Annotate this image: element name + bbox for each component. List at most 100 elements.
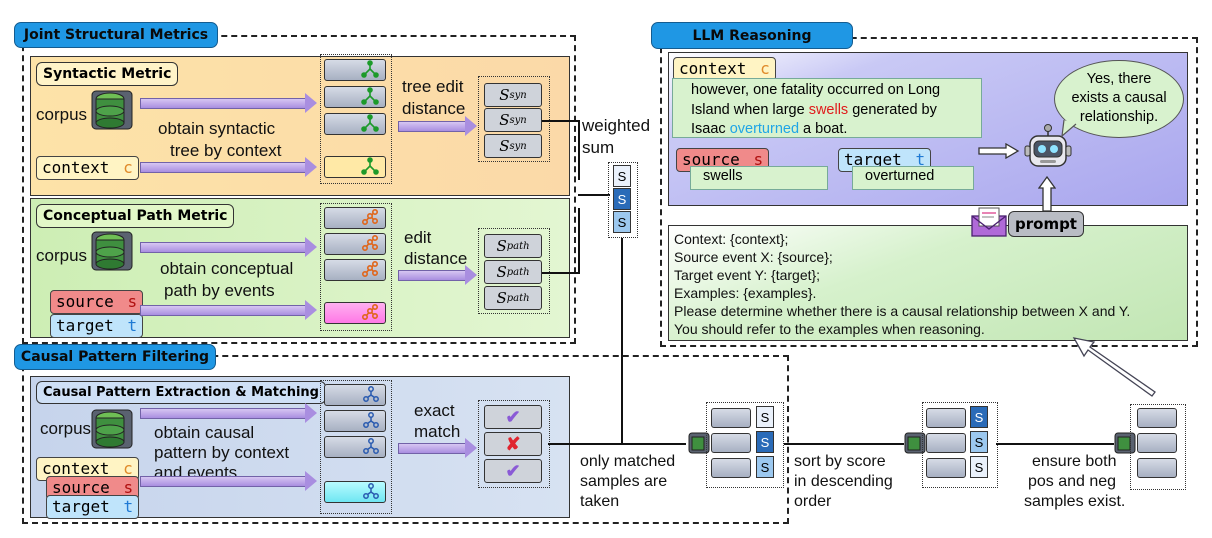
tree-edit-label-line2: distance: [402, 99, 466, 118]
syntactic-score-group: [478, 76, 550, 162]
tab-llm-reasoning: LLM Reasoning: [651, 22, 853, 49]
edit-distance-label-line1: edit: [404, 228, 432, 247]
prompt-line: You should refer to the examples when re…: [674, 321, 985, 337]
path-icon: [361, 208, 379, 226]
hollow-arrow-icon: [978, 143, 1020, 159]
prompt-label: prompt: [1008, 211, 1084, 237]
context-text-overturned: overturned: [729, 121, 800, 138]
conceptual-path-card: [324, 233, 386, 255]
causal-events-arrow: [140, 471, 317, 491]
context-tag-label: context: [42, 459, 110, 478]
target-tag-label: target: [844, 150, 902, 169]
context-tag-symbol: c: [123, 158, 133, 177]
weighted-sum-label-line2: sum: [582, 138, 615, 157]
tree-edit-arrow: [398, 116, 477, 136]
exact-match-label-line2: match: [414, 422, 461, 441]
context-text-swells: swells: [808, 101, 849, 118]
weighted-score-cell: S: [613, 188, 631, 210]
match-check-icon: ✔: [484, 459, 542, 483]
path-icon: [361, 303, 379, 321]
source-tag-symbol: s: [127, 292, 138, 311]
context-tag-label: context: [42, 158, 110, 177]
llm-answer-bubble: Yes, there exists a causal relationship.: [1054, 60, 1184, 138]
path-icon: [361, 260, 379, 278]
connector-ensure: [996, 443, 1114, 445]
sorted-score-cell: S: [970, 406, 988, 428]
syntactic-corpus-label: corpus: [36, 105, 88, 124]
llm-source-value: swells: [690, 166, 828, 190]
causal-pattern-card: [324, 436, 386, 458]
conceptual-source-tag: source s: [50, 290, 144, 314]
score-subscript: path: [506, 240, 530, 252]
conceptual-path-card: [324, 259, 386, 281]
sort-step-line3: order: [794, 493, 832, 510]
source-tag-symbol: s: [123, 478, 134, 497]
context-text-line2: Island when large swells generated by: [683, 101, 981, 121]
causal-pattern-card: [324, 384, 386, 406]
connector-sum-join: [578, 194, 610, 196]
sorted-score-cell: S: [970, 456, 988, 478]
context-text-seg: Isaac: [691, 121, 730, 138]
causal-obtain-line2: pattern by context: [154, 443, 290, 462]
conceptual-obtain-line1: obtain conceptual: [160, 259, 294, 278]
score-subscript: syn: [509, 140, 527, 152]
causal-pattern-title: Causal Pattern Extraction & Matching: [36, 381, 326, 404]
score-letter: S: [499, 137, 510, 155]
exact-match-arrow: [398, 438, 477, 458]
path-icon: [361, 234, 379, 252]
matched-step-line1: only matched: [580, 453, 676, 470]
prompt-line: Please determine whether there is a caus…: [674, 303, 1131, 319]
sorted-score-cell: S: [970, 431, 988, 453]
diagonal-arrow-icon: [1072, 337, 1156, 397]
match-cross-icon: ✘: [484, 432, 542, 456]
answer-line: Yes, there: [1086, 71, 1152, 87]
causal-obtain-line1: obtain causal: [154, 423, 255, 442]
llm-reasoning-region: [660, 37, 1198, 347]
connector-match-out: [548, 443, 686, 445]
connector-conceptual-to-sum: [542, 272, 580, 274]
score-subscript: syn: [509, 89, 527, 101]
syntactic-context-arrow: [140, 157, 317, 177]
conceptual-path-card-events: [324, 302, 386, 324]
syntactic-metric-title: Syntactic Metric: [36, 62, 179, 86]
matched-score-cell: S: [756, 406, 774, 428]
bubble-tail: [1061, 119, 1077, 138]
sorted-samples-database-icon: [904, 432, 926, 454]
target-tag-label: target: [56, 316, 114, 335]
syntactic-obtain-line2: tree by context: [170, 141, 282, 160]
conceptual-corpus-database-icon: [91, 231, 133, 271]
context-tag-symbol: c: [123, 459, 133, 478]
pattern-icon: [363, 386, 379, 402]
sort-step-line1: sort by score: [794, 453, 886, 470]
causal-pattern-card: [324, 410, 386, 432]
sorted-sample-card: [926, 433, 966, 453]
matched-samples-database-icon: [688, 432, 710, 454]
tree-icon: [361, 60, 379, 78]
ensure-step-line1: ensure both: [1032, 453, 1117, 470]
edit-distance-label-line2: distance: [404, 249, 468, 268]
ensure-step-line3: samples exist.: [1024, 493, 1126, 510]
answer-line: relationship.: [1079, 108, 1159, 125]
source-tag-label: source: [52, 478, 110, 497]
final-sample-card: [1137, 458, 1177, 478]
llm-target-value: overturned: [852, 166, 974, 190]
sort-step-line2: in descending: [794, 473, 893, 490]
causal-target-tag: target t: [46, 495, 140, 519]
final-samples-group: [1130, 404, 1186, 490]
connector-conceptual-to-sum-diag: [578, 208, 580, 273]
context-text-seg: a boat.: [799, 121, 848, 138]
tree-icon: [361, 87, 379, 105]
edit-distance-arrow: [398, 265, 477, 285]
final-sample-card: [1137, 433, 1177, 453]
conceptual-obtain-line2: path by events: [164, 281, 275, 300]
tree-icon: [361, 114, 379, 132]
connector-sort: [784, 443, 904, 445]
causal-corpus-database-icon: [91, 409, 133, 449]
prompt-line: Target event Y: {target};: [674, 267, 821, 283]
syntactic-obtain-line1: obtain syntactic: [158, 119, 276, 138]
sorted-sample-card: [926, 458, 966, 478]
context-text-line1: however, one fatality occurred on Long: [691, 82, 941, 98]
score-letter: S: [499, 111, 510, 129]
